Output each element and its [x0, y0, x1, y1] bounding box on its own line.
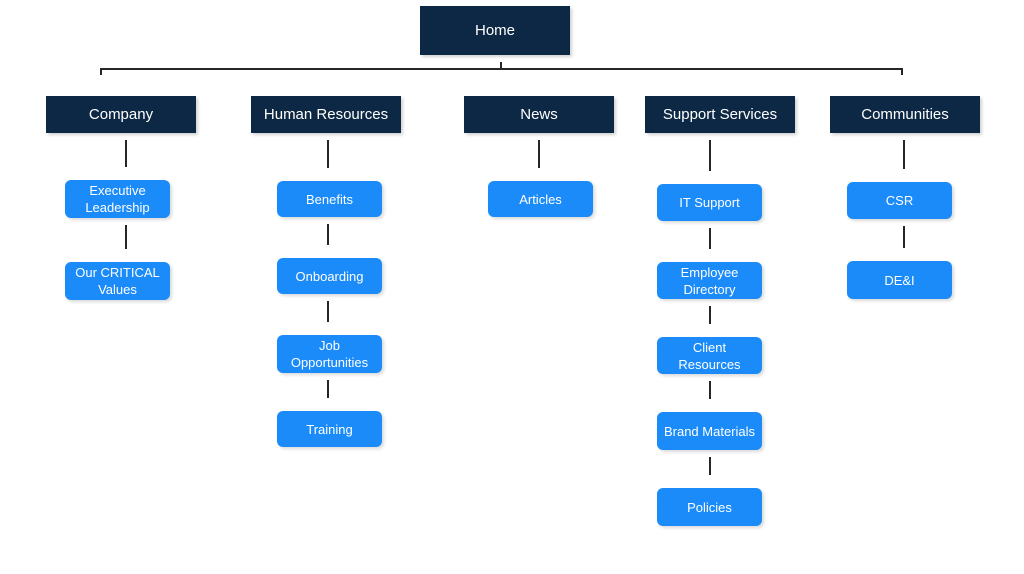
category-header-communities: Communities [830, 96, 980, 133]
node-benefits: Benefits [277, 181, 382, 217]
connector-line [125, 140, 127, 167]
connector-line [709, 140, 711, 171]
node-client-resources: Client Resources [657, 337, 762, 374]
connector-line [327, 301, 329, 322]
connector-line [327, 380, 329, 398]
node-our-critical-values: Our CRITICAL Values [65, 262, 170, 300]
connector-line [709, 306, 711, 324]
node-training: Training [277, 411, 382, 447]
node-dei: DE&I [847, 261, 952, 299]
node-executive-leadership: Executive Leadership [65, 180, 170, 218]
node-brand-materials: Brand Materials [657, 412, 762, 450]
category-header-support-services: Support Services [645, 96, 795, 133]
connector-line [903, 140, 905, 169]
category-header-company: Company [46, 96, 196, 133]
root-node-home: Home [420, 6, 570, 55]
node-it-support: IT Support [657, 184, 762, 221]
connector-line [327, 140, 329, 168]
category-header-human-resources: Human Resources [251, 96, 401, 133]
node-employee-directory: Employee Directory [657, 262, 762, 299]
node-policies: Policies [657, 488, 762, 526]
connector-line [125, 225, 127, 249]
connector-line [903, 226, 905, 248]
connector-horizontal-bar [100, 68, 903, 70]
connector-line [538, 140, 540, 168]
connector-left-stub [100, 68, 102, 75]
node-onboarding: Onboarding [277, 258, 382, 294]
connector-line [709, 381, 711, 399]
connector-line [709, 228, 711, 249]
connector-line [709, 457, 711, 475]
node-job-opportunities: Job Opportunities [277, 335, 382, 373]
connector-right-stub [901, 68, 903, 75]
node-articles: Articles [488, 181, 593, 217]
category-header-news: News [464, 96, 614, 133]
connector-line [327, 224, 329, 245]
connector-root-tick [500, 62, 502, 68]
node-csr: CSR [847, 182, 952, 219]
